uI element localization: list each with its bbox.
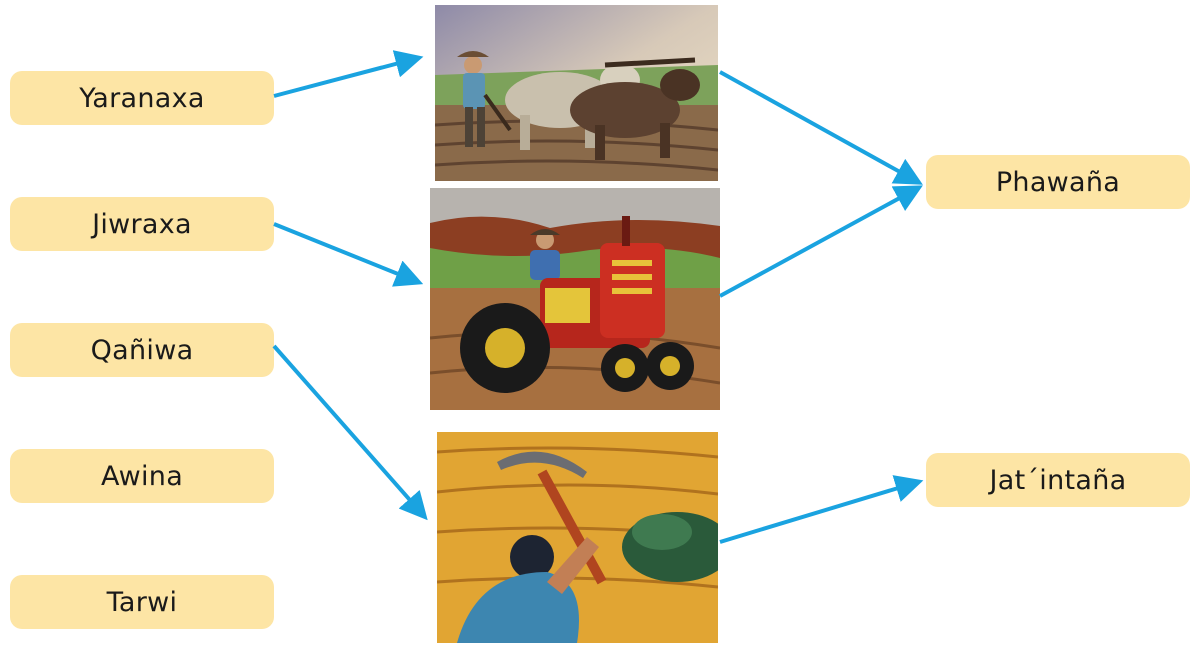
label-phawana: Phawaña xyxy=(926,155,1190,209)
label-awina: Awina xyxy=(10,449,274,503)
arrow-jiwraxa-to-tractor xyxy=(273,222,424,287)
arrow-qaniwa-to-pickaxe xyxy=(272,344,428,521)
label-yaranaxa: Yaranaxa xyxy=(10,71,274,125)
label-tarwi: Tarwi xyxy=(10,575,274,629)
pickaxe-digging-picture xyxy=(437,432,718,643)
arrow-yaranaxa-to-oxen xyxy=(273,50,424,98)
label-qaniwa: Qañiwa xyxy=(10,323,274,377)
arrow-pickaxe-to-jatintana xyxy=(719,475,924,544)
arrow-oxen-to-phawana xyxy=(719,70,923,185)
oxen-plowing-picture xyxy=(435,5,718,181)
arrow-tractor-to-phawana xyxy=(719,185,923,298)
tractor-plowing-picture xyxy=(430,188,720,410)
label-jiwraxa: Jiwraxa xyxy=(10,197,274,251)
label-jatintana: Jat´intaña xyxy=(926,453,1190,507)
